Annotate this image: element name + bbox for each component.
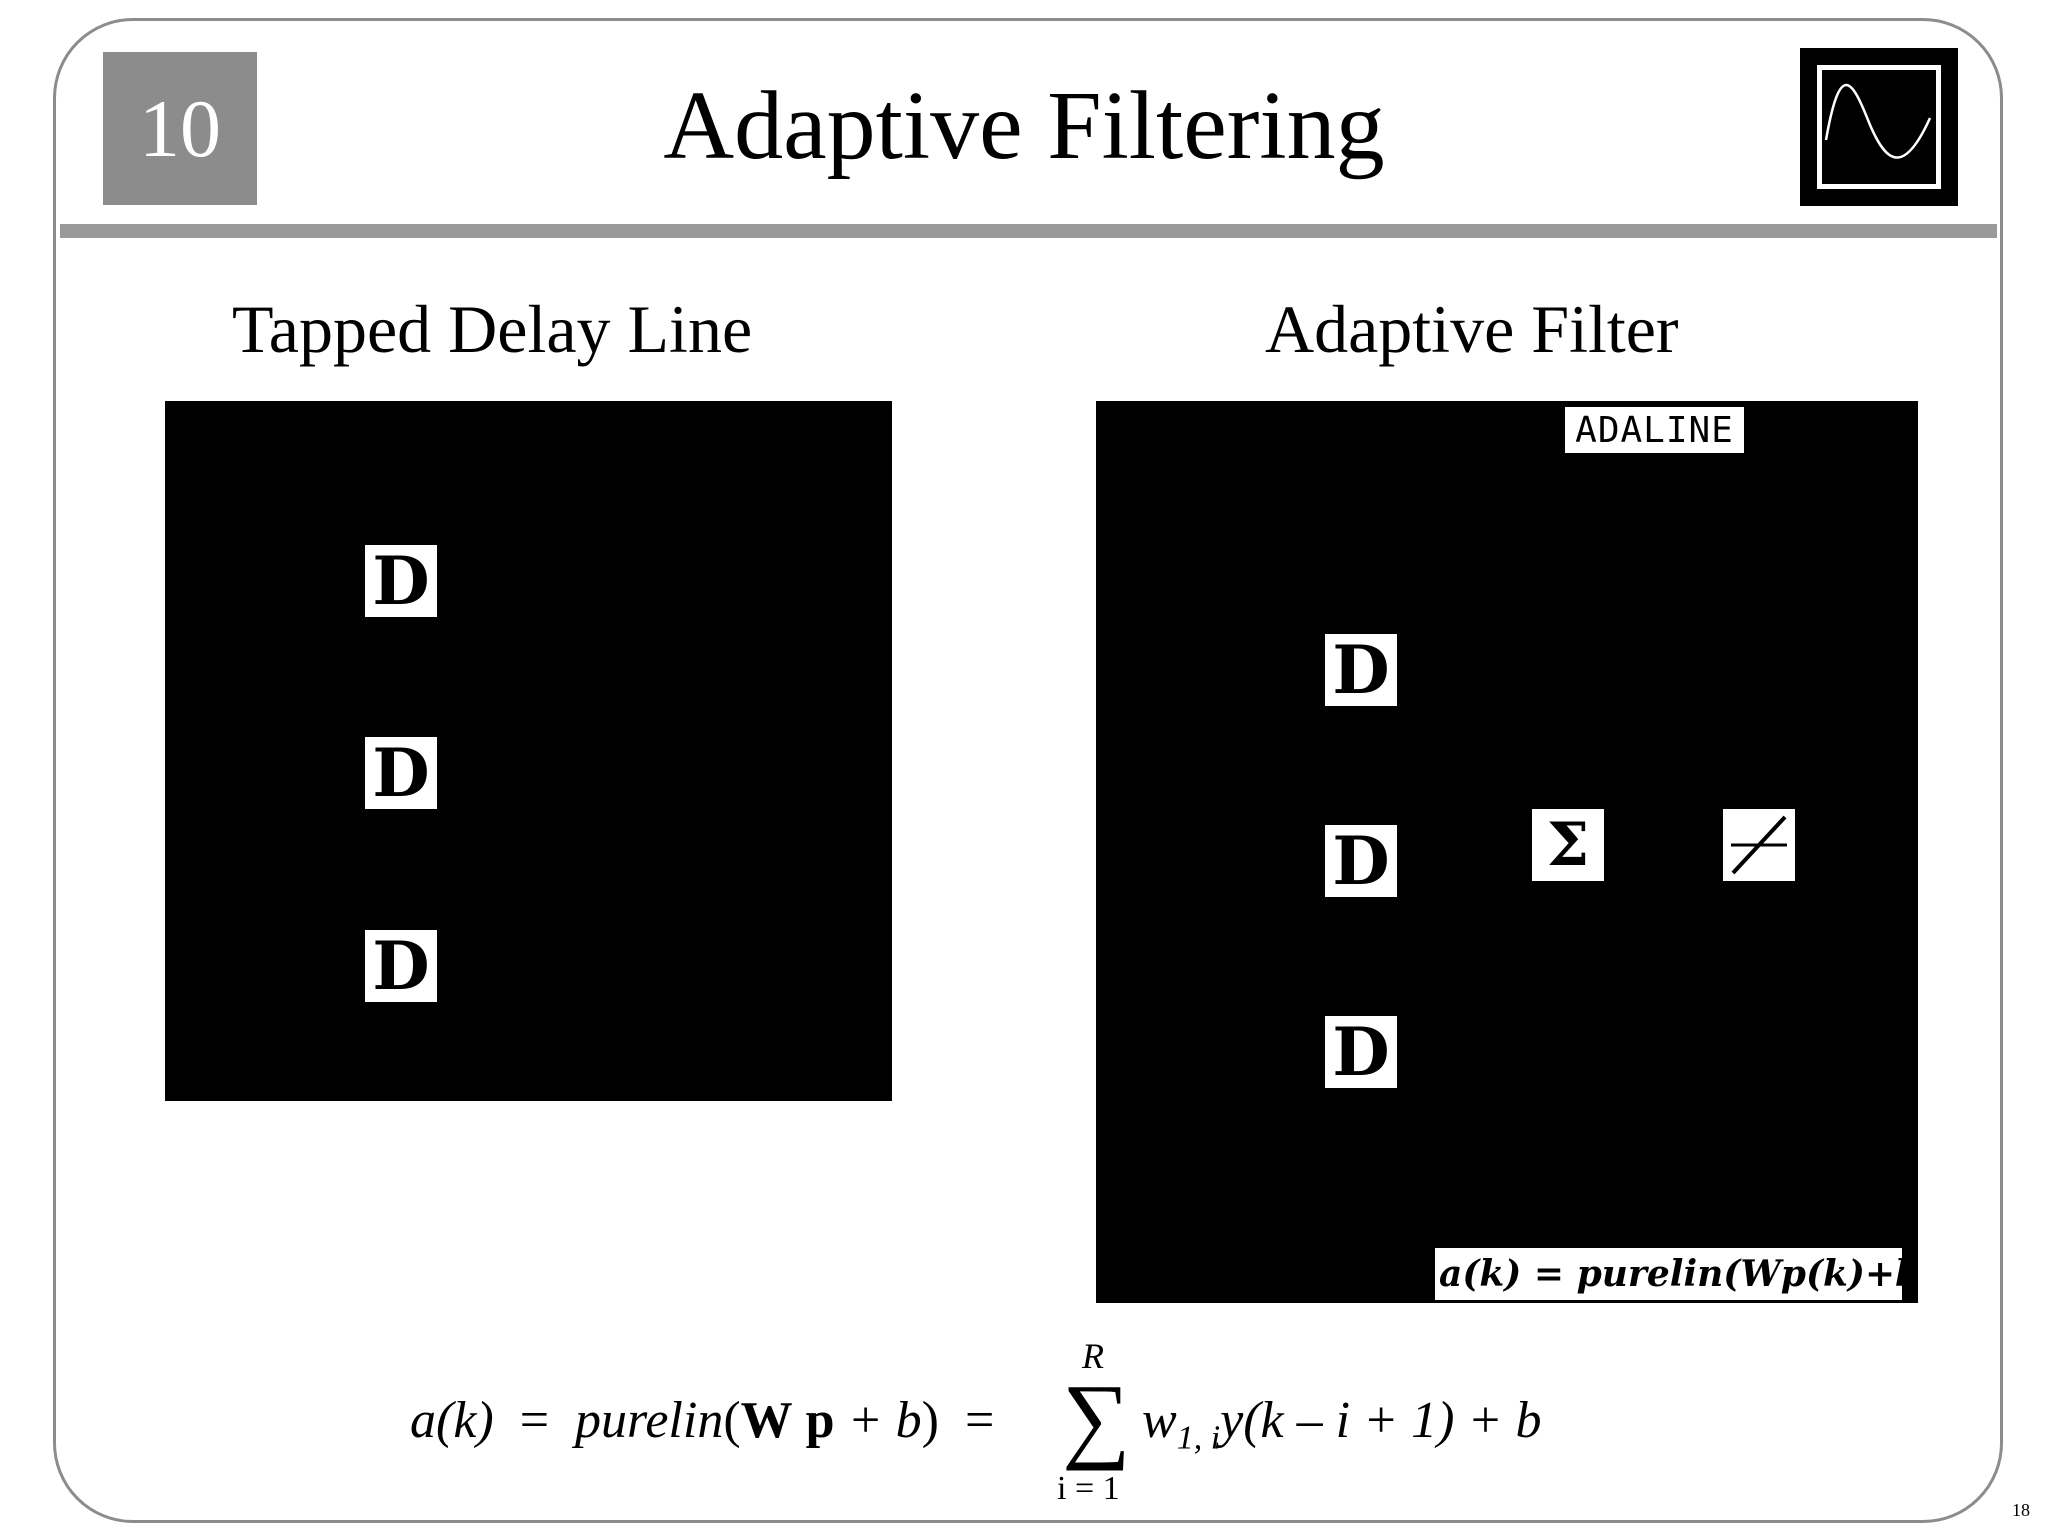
summation-block: Σ — [1532, 809, 1604, 881]
formula-open-paren: ( — [723, 1392, 741, 1449]
summation-sign: ∑ — [1062, 1364, 1131, 1471]
sine-wave-icon — [1817, 65, 1941, 189]
linear-transfer-icon — [1723, 809, 1795, 881]
sine-wave-logo — [1800, 48, 1958, 206]
page-number: 18 — [2012, 1500, 2030, 1520]
slide-title: Adaptive Filtering — [663, 72, 1385, 180]
right-subtitle: Adaptive Filter — [1265, 291, 1679, 367]
formula-purelin: purelin — [575, 1392, 724, 1449]
tapped-delay-line-diagram: D D D — [165, 401, 892, 1101]
adaline-label: ADALINE — [1563, 405, 1746, 455]
delay-block: D — [1325, 1016, 1397, 1088]
formula-equals-2: = — [965, 1392, 995, 1449]
title-divider — [60, 224, 1997, 238]
formula-close-paren: ) — [921, 1392, 939, 1449]
formula-equals: = — [519, 1392, 550, 1449]
chapter-number: 10 — [139, 82, 221, 174]
delay-block: D — [1325, 634, 1397, 706]
formula-k: (k) — [436, 1392, 494, 1449]
slide-frame — [53, 18, 2003, 1523]
formula-p: p — [805, 1392, 835, 1449]
sum-upper-limit: R — [1082, 1336, 1104, 1376]
formula-W: W — [740, 1392, 793, 1449]
formula-rest: y(k – i + 1) + b — [1220, 1392, 1542, 1449]
delay-block: D — [1325, 825, 1397, 897]
adaptive-filter-diagram: ADALINE D D D Σ a(k) = purelin(Wp(k)+b) — [1096, 401, 1918, 1303]
formula-subscript: 1, i — [1176, 1419, 1221, 1457]
left-subtitle: Tapped Delay Line — [232, 291, 753, 367]
purelin-graphic — [1731, 815, 1787, 875]
delay-block: D — [365, 930, 437, 1002]
adaptive-filter-formula: a(k) = purelin(W p + b) = — [410, 1395, 994, 1447]
output-equation-label: a(k) = purelin(Wp(k)+b) — [1435, 1248, 1902, 1300]
formula-summand: w1, iy(k – i + 1) + b — [1142, 1395, 1542, 1455]
chapter-number-badge: 10 — [103, 52, 257, 205]
delay-block: D — [365, 737, 437, 809]
delay-block: D — [365, 545, 437, 617]
sum-lower-limit: i = 1 — [1057, 1470, 1120, 1507]
formula-a: a — [410, 1392, 436, 1449]
formula-w: w — [1142, 1392, 1177, 1449]
formula-plus-b: + b — [847, 1392, 922, 1449]
sine-wave-graphic — [1824, 84, 1932, 159]
